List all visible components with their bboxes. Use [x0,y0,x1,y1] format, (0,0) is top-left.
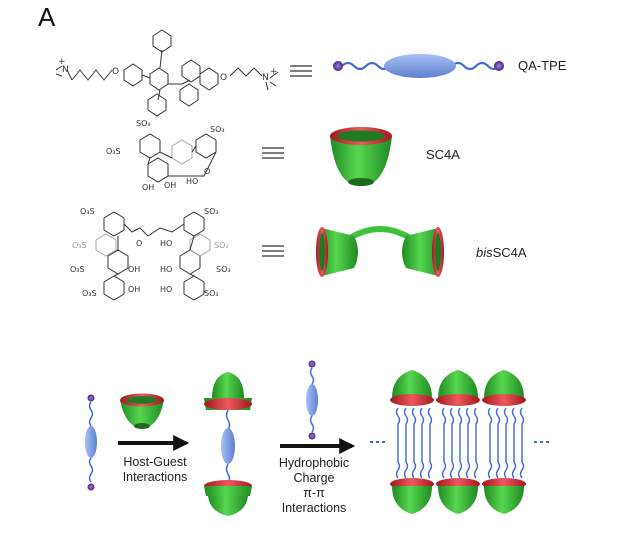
svg-text:O₃S: O₃S [72,241,87,250]
svg-text:HO: HO [160,285,172,294]
svg-text:N: N [62,65,69,75]
qa-tpe-cartoon [333,54,504,78]
bissc4a-label: bisSC4A [476,245,527,260]
equivalence-sign-3 [262,245,284,257]
svg-text:O: O [136,239,142,248]
assembly-caption: Hydrophobic Charge π-π Interactions [262,456,366,516]
caption-line: Host-Guest [123,455,187,469]
svg-text:SO₃: SO₃ [216,265,231,274]
caption-line: Charge [293,471,335,485]
added-guest-molecule [306,360,318,440]
equivalence-sign-2 [262,147,284,159]
caption-line: Hydrophobic [278,456,350,470]
svg-text:SO₃: SO₃ [204,207,219,216]
svg-text:SO₃: SO₃ [204,289,219,298]
svg-text:SO₃: SO₃ [136,119,151,128]
bis-prefix: bis [476,245,493,260]
bissc4a-cartoon [316,226,444,277]
free-host-cup [120,393,164,429]
svg-text:O: O [112,67,119,77]
sc4a-label: SC4A [426,147,460,162]
caption-line: Interactions [122,470,188,484]
sc4a-cartoon [330,127,392,186]
svg-text:OH: OH [128,265,140,274]
svg-text:HO: HO [160,239,172,248]
svg-text:O₃S: O₃S [106,147,121,156]
svg-text:OH: OH [164,181,176,190]
caption-line: π-π [303,486,325,500]
svg-text:OH: OH [142,183,154,192]
qa-tpe-label: QA-TPE [518,58,567,73]
svg-text:O₃S: O₃S [70,265,85,274]
host-guest-complex [204,372,252,516]
svg-text:OH: OH [128,285,140,294]
bis-suffix: SC4A [492,245,527,260]
sc4a-structure: O₃S SO₃ SO₃ OH OH HO O [106,119,225,192]
caption-line: Interactions [281,501,347,515]
supramolecular-assembly [370,370,552,514]
svg-text:+: + [58,57,66,67]
svg-text:HO: HO [186,177,198,186]
svg-text:O: O [204,167,210,176]
svg-text:HO: HO [160,265,172,274]
equivalence-sign-1 [290,65,312,77]
svg-text:SO₃: SO₃ [210,125,225,134]
svg-text:N: N [262,73,269,83]
bissc4a-structure: O₃S SO₃ O₃S SO₃ O₃S SO₃ O₃S SO₃ O HO OH … [70,207,231,301]
svg-text:O₃S: O₃S [80,207,95,216]
svg-text:O₃S: O₃S [82,289,97,298]
svg-text:+: + [270,67,278,77]
panel-letter: A [38,2,56,32]
free-guest-molecule [85,394,97,491]
host-guest-caption: Host-Guest Interactions [100,455,210,485]
svg-text:SO₃: SO₃ [214,241,229,250]
svg-text:O: O [220,73,227,83]
qa-tpe-structure: + N O O N + [55,29,279,117]
